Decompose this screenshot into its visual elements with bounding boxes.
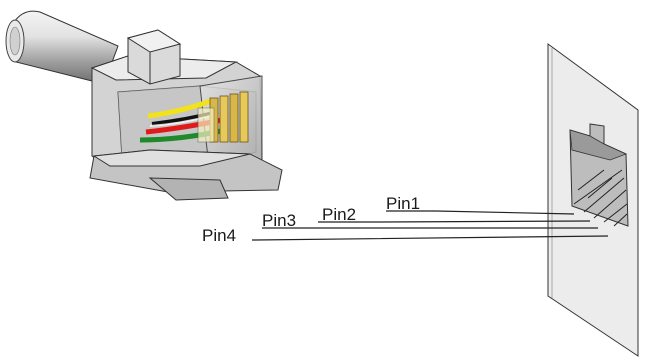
pin4-label: Pin4 [202, 226, 236, 245]
pin3-label: Pin3 [262, 211, 296, 230]
rj11-plug [6, 11, 282, 200]
pin2-label: Pin2 [322, 205, 356, 224]
plug-body [90, 30, 282, 200]
pin1-label: Pin1 [386, 194, 420, 213]
wall-jack [548, 44, 638, 356]
